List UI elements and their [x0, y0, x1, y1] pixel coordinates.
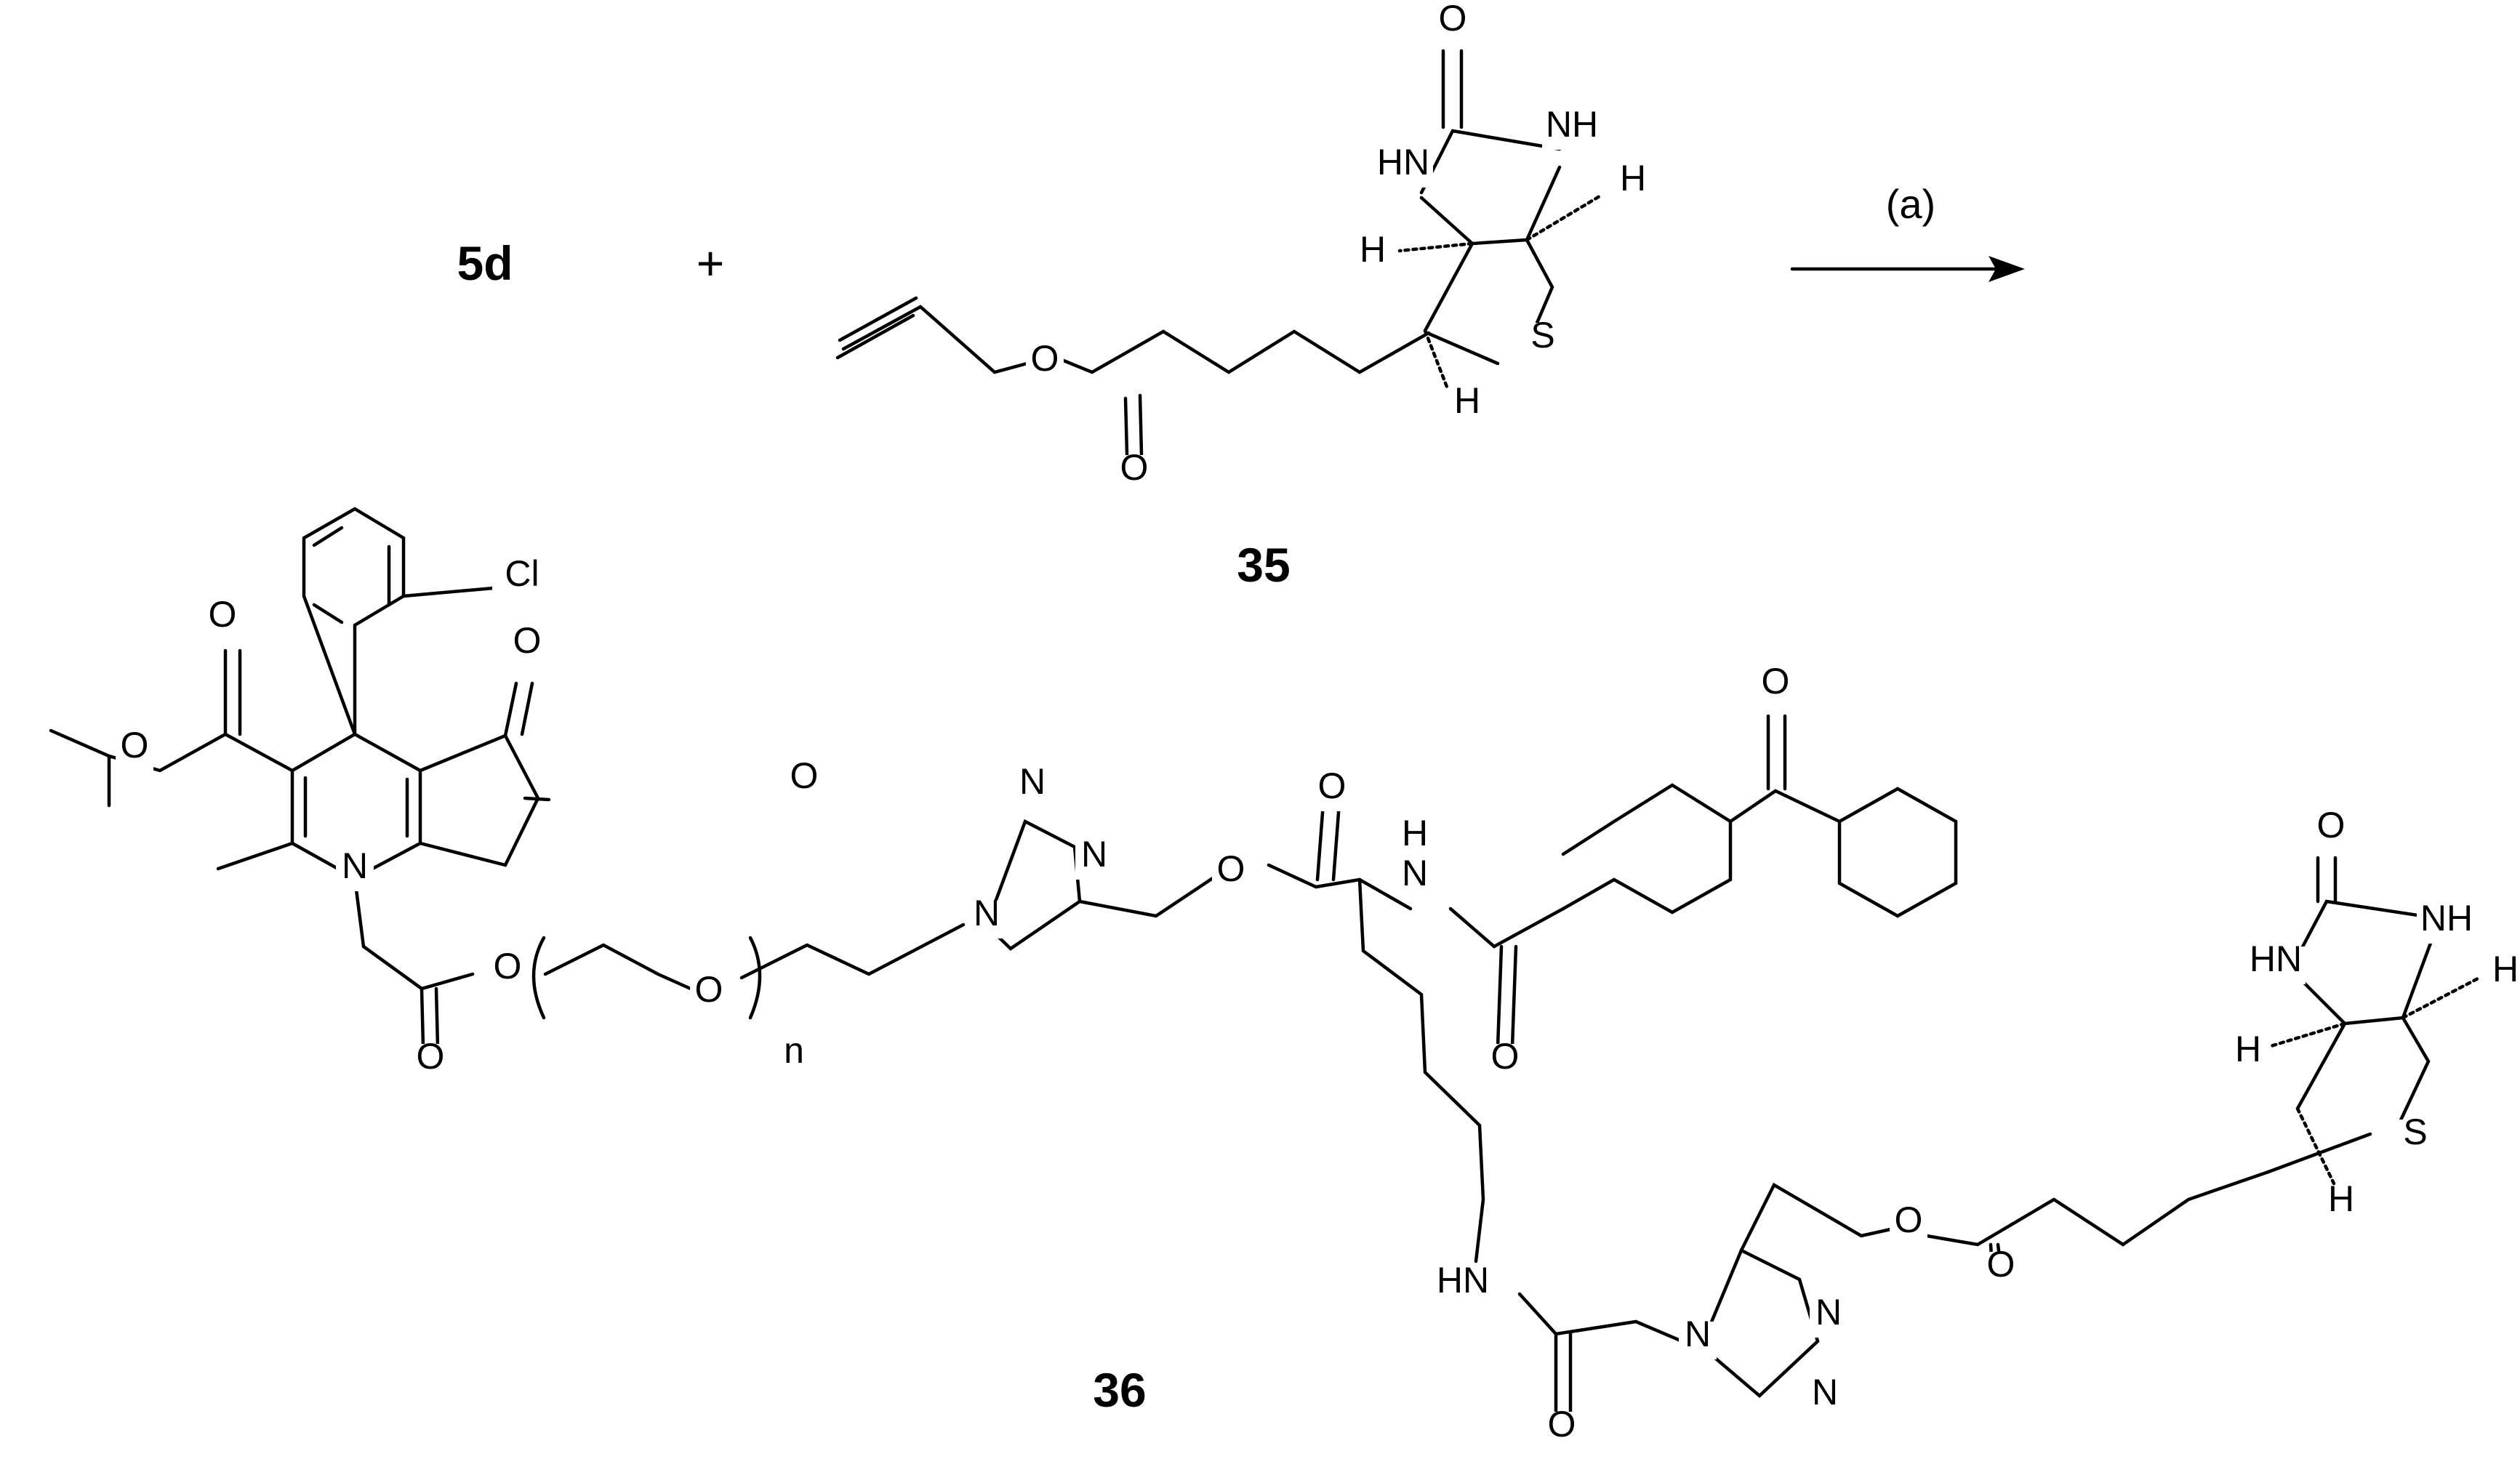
atom-label-bg	[690, 977, 728, 1015]
reactant-label: 5d	[457, 236, 513, 290]
atom-label-bg	[1810, 1300, 1847, 1338]
atom-label-bg	[116, 733, 153, 771]
atom-label: O	[1548, 1404, 1576, 1444]
atom-label-bg	[2229, 1037, 2267, 1074]
atom-label: HN	[2250, 939, 2302, 979]
atom-label-bg	[968, 901, 1006, 939]
atom-label-bg	[336, 853, 374, 891]
atom-label-bg	[2322, 1186, 2360, 1224]
atom-label: O	[1031, 338, 1059, 379]
atom-label-bg	[1115, 455, 1153, 493]
atom-label-bg	[508, 628, 546, 666]
atom-label: O	[1762, 661, 1790, 702]
reagent-label: 35	[1237, 538, 1290, 592]
atom-label: H	[1360, 229, 1386, 270]
atom-label: H	[1620, 158, 1646, 198]
atom-label-bg	[1486, 1044, 1524, 1082]
atom-label: O	[1439, 0, 1467, 39]
atom-label-bg	[1433, 1268, 1493, 1306]
atom-label-bg	[1396, 861, 1434, 899]
atom-label: O	[1120, 447, 1149, 488]
atom-label: H	[1402, 813, 1428, 853]
atom-label-bg	[1212, 856, 1250, 894]
atom-label: NH	[1546, 104, 1598, 145]
atom-label-bg	[1542, 112, 1602, 150]
atom-label-bg	[1806, 1380, 1844, 1418]
atom-label: O	[1987, 1244, 2015, 1285]
atom-label: N	[1812, 1372, 1838, 1412]
atom-label-bg	[2487, 957, 2520, 994]
atom-label-bg	[1354, 237, 1392, 275]
atom-label-bg	[1890, 1207, 1927, 1245]
atom-label-bg	[2396, 1120, 2434, 1157]
atom-label: H	[1454, 380, 1480, 421]
atom-label-bg	[1434, 6, 1472, 44]
atom-label-bg	[1448, 388, 1486, 426]
atom-label-bg	[785, 763, 823, 801]
atom-label: Cl	[505, 553, 539, 594]
atom-label: O	[1491, 1036, 1520, 1077]
atom-label-bg	[1524, 323, 1562, 361]
atom-label: O	[790, 755, 819, 796]
atom-label-bg	[1543, 1412, 1581, 1450]
atom-label: HN	[1377, 142, 1429, 182]
atom-label: N	[342, 845, 368, 886]
reaction-arrow	[1790, 256, 2025, 282]
atom-label: N	[974, 893, 1000, 933]
atom-label: N	[1815, 1292, 1842, 1333]
atom-label: O	[121, 725, 149, 765]
atom-label-bg	[492, 561, 552, 599]
atom-label: O	[513, 620, 542, 661]
atom-label-bg	[2417, 906, 2476, 944]
atom-label-bg	[1014, 769, 1051, 807]
atom-label: N	[1402, 853, 1428, 893]
atom-label: N	[1685, 1314, 1711, 1354]
atom-label: n	[784, 1030, 804, 1071]
atom-label: O	[1895, 1199, 1923, 1240]
atom-label-bg	[1026, 346, 1064, 384]
atom-label: O	[695, 969, 723, 1010]
atom-label-bg	[1396, 821, 1434, 859]
atom-label-bg	[1757, 669, 1794, 707]
plus-sign: +	[697, 236, 725, 290]
atom-label-bg	[1075, 842, 1113, 880]
atom-label-bg	[204, 602, 241, 640]
atom-label-bg	[1679, 1322, 1717, 1359]
product-label: 36	[1093, 1363, 1146, 1417]
atom-label: O	[494, 946, 522, 986]
atom-label-bg	[775, 1038, 813, 1076]
atom-label: N	[1019, 761, 1046, 802]
atom-label-bg	[2312, 813, 2350, 851]
atom-label: HN	[1437, 1260, 1489, 1301]
atom-label: S	[2403, 1112, 2427, 1152]
atom-label-bg	[1614, 166, 1652, 204]
atom-label: O	[1217, 848, 1245, 889]
atom-label: H	[2235, 1029, 2261, 1069]
compound-36-structure	[49, 507, 2481, 1420]
atom-label: H	[2492, 949, 2519, 989]
reaction-condition: (a)	[1886, 181, 1935, 227]
atom-label: O	[209, 594, 237, 635]
atom-label: NH	[2420, 898, 2473, 939]
atom-label: O	[1318, 765, 1347, 806]
atom-label: O	[417, 1036, 445, 1077]
atom-label: N	[1081, 834, 1107, 875]
atom-label-bg	[1313, 773, 1351, 811]
atom-label: O	[2317, 805, 2346, 845]
atom-label: H	[2328, 1178, 2354, 1219]
atom-label-bg	[1982, 1252, 2020, 1290]
atom-label: S	[1530, 315, 1554, 355]
atom-label-bg	[2246, 946, 2306, 984]
atom-label-bg	[1373, 150, 1433, 188]
atom-label-bg	[489, 954, 526, 992]
atom-label-bg	[412, 1044, 449, 1082]
